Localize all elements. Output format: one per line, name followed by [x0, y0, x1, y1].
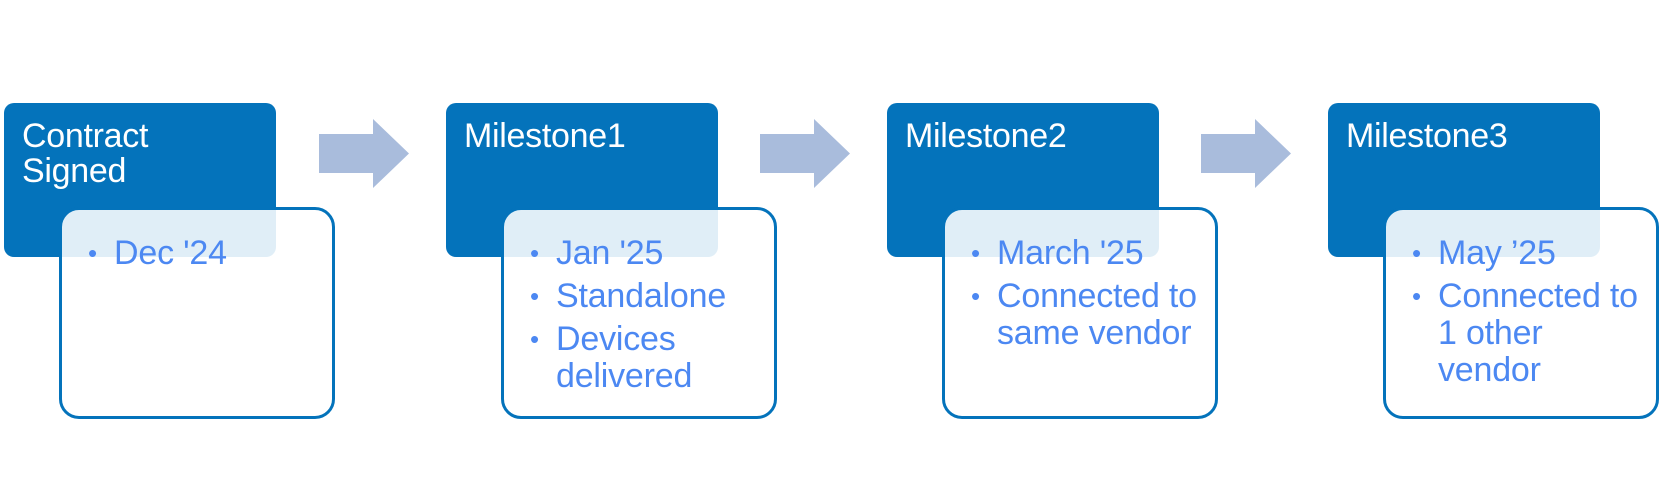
stage-detail-item: • May ’25 [1412, 235, 1646, 272]
stage-details-list: • Jan '25 • Standalone • Devices delivered [504, 210, 774, 395]
stage-detail-text: Jan '25 [556, 234, 664, 272]
stage-detail-text: May ’25 [1438, 234, 1556, 272]
bullet-icon: • [530, 238, 539, 268]
bullet-icon: • [971, 238, 980, 268]
right-arrow-icon [760, 119, 850, 188]
right-arrow-icon [1201, 119, 1291, 188]
stage-detail-text: Connected to 1 other vendor [1438, 277, 1638, 389]
timeline-stage-milestone3: Milestone3 •May ’25 •Connected to 1 othe… [1328, 103, 1660, 423]
stage-detail-item: • Connected to 1 other vendor [1412, 278, 1646, 389]
right-arrow-icon [319, 119, 409, 188]
timeline-stage-contract-signed: Contract Signed •Dec '24 [4, 103, 340, 423]
bullet-icon: • [1412, 238, 1421, 268]
stage-detail-text: Dec '24 [114, 234, 227, 272]
stage-detail-item: • Jan '25 [530, 235, 764, 272]
stage-details-box: • Jan '25 • Standalone • Devices delivered [501, 207, 777, 419]
stage-detail-item: • Connected to same vendor [971, 278, 1205, 352]
stage-details-box: • May ’25 • Connected to 1 other vendor [1383, 207, 1659, 419]
stage-detail-text: Standalone [556, 277, 727, 315]
stage-detail-text: March '25 [997, 234, 1144, 272]
bullet-icon: • [530, 281, 539, 311]
stage-details-box: • March '25 • Connected to same vendor [942, 207, 1218, 419]
stage-details-list: • March '25 • Connected to same vendor [945, 210, 1215, 352]
bullet-icon: • [530, 324, 539, 354]
timeline-stage-milestone1: Milestone1 •Jan '25 •Standalone •Devices… [446, 103, 782, 423]
stage-detail-text: Connected to same vendor [997, 277, 1197, 352]
timeline-stage-milestone2: Milestone2 •March '25 •Connected to same… [887, 103, 1223, 423]
stage-detail-item: • Dec '24 [88, 235, 322, 272]
stage-detail-item: • Devices delivered [530, 321, 764, 395]
stage-details-list: • May ’25 • Connected to 1 other vendor [1386, 210, 1656, 389]
stage-details-box: • Dec '24 [59, 207, 335, 419]
stage-details-list: • Dec '24 [62, 210, 332, 272]
stage-detail-item: • March '25 [971, 235, 1205, 272]
bullet-icon: • [88, 238, 97, 268]
bullet-icon: • [1412, 281, 1421, 311]
bullet-icon: • [971, 281, 980, 311]
stage-detail-text: Devices delivered [556, 320, 693, 395]
stage-detail-item: • Standalone [530, 278, 764, 315]
